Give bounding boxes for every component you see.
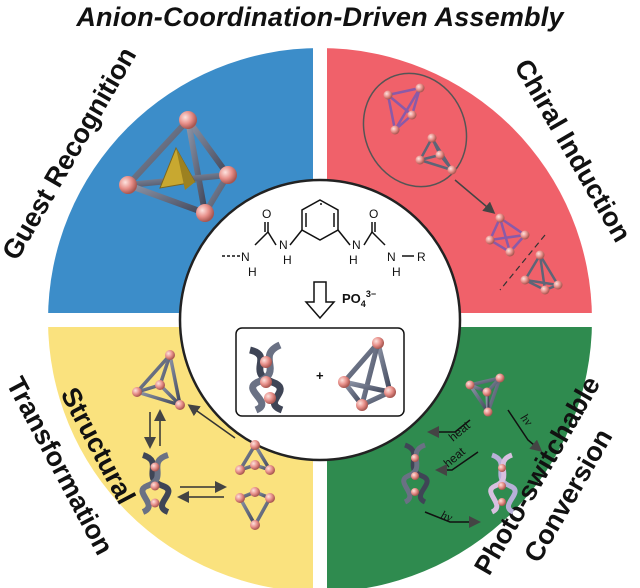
struct-arrow-diagonal	[187, 404, 236, 439]
ligand-n-1: N	[241, 250, 250, 264]
center-disk	[178, 178, 462, 462]
ligand-r: R	[417, 250, 426, 264]
photo-arrow-heat-1	[427, 419, 471, 438]
chiral-pair-resolved	[485, 213, 563, 295]
ligand-n-4: N	[387, 250, 396, 264]
product-helicate	[248, 341, 284, 414]
ligand-h-1: H	[248, 265, 257, 279]
guest-tetrahedron	[119, 111, 237, 222]
plus-sign: +	[316, 368, 324, 383]
structural-tetrahedron	[132, 350, 185, 410]
ligand-n-2: N	[279, 238, 288, 252]
photo-arrow-hv-1	[507, 409, 543, 452]
ligand-h-4: H	[392, 265, 401, 279]
photo-helicate-dark	[401, 442, 430, 505]
ligand-h-2: H	[283, 253, 292, 267]
chiral-pair-racemic	[362, 72, 468, 188]
structural-cage	[235, 440, 275, 530]
product-tetrahedron	[338, 337, 396, 411]
ligand-structure	[222, 199, 414, 257]
ligand-h-3: H	[349, 253, 358, 267]
photo-helicate-light	[488, 452, 518, 515]
figure-title: Anion-Coordination-Driven Assembly	[76, 2, 564, 32]
chiral-arrow	[454, 179, 496, 214]
photo-hv-label-2: hv	[439, 508, 455, 525]
photo-tetrahedron	[465, 373, 505, 417]
ligand-n-3: N	[352, 238, 361, 252]
open-down-arrow	[304, 281, 336, 320]
ligand-o-right: O	[369, 207, 378, 221]
structural-helicate	[139, 452, 172, 515]
ligand-o-left: O	[262, 207, 271, 221]
anion-label: PO43−	[342, 289, 376, 309]
photo-arrow-hv-2	[424, 511, 481, 528]
photo-arrow-heat-2	[435, 451, 479, 476]
